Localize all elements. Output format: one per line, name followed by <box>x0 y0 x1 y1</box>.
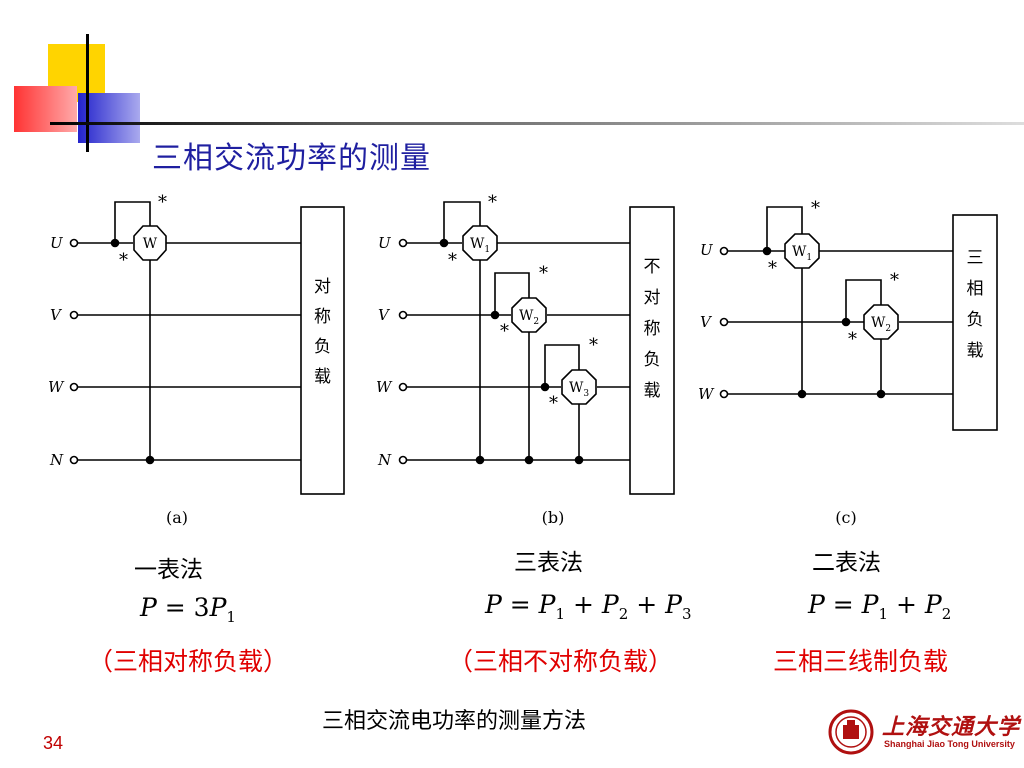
circuit-c <box>719 206 998 431</box>
load-box-char: 称 <box>314 307 331 327</box>
logo-name: 上海交通大学 <box>882 714 1021 740</box>
panel-tag-b: (b) <box>542 508 565 527</box>
polarity-star: * <box>119 250 128 271</box>
line-label-w: W <box>376 378 393 396</box>
decor-vertical-line <box>86 34 89 152</box>
meter-label: W <box>143 236 158 252</box>
load-box-char: 不 <box>643 257 661 277</box>
load-box-char: 载 <box>314 367 331 387</box>
panel-tag-a: (a) <box>166 508 188 527</box>
method-label-b: 三表法 <box>514 550 583 576</box>
figure-caption: 三相交流电功率的测量方法 <box>322 709 587 734</box>
line-label-n: N <box>49 451 64 469</box>
polarity-star: * <box>549 393 558 414</box>
page-number: 34 <box>43 733 64 753</box>
polarity-star: * <box>488 192 497 213</box>
load-box-label-b: 不对称负载 <box>630 252 674 407</box>
page-title: 三相交流功率的测量 <box>152 141 431 176</box>
load-box-label-c: 三相负载 <box>953 243 997 367</box>
load-box-char: 对 <box>314 277 331 297</box>
formula-c: P = P1 + P2 <box>808 590 952 623</box>
circuit-a <box>69 201 345 495</box>
polarity-star: * <box>448 250 457 271</box>
load-box-char: 对 <box>643 288 661 308</box>
method-label-a: 一表法 <box>134 557 203 583</box>
formula-b: P = P1 + P2 + P3 <box>485 590 692 623</box>
polarity-star: * <box>811 198 820 219</box>
load-box-char: 称 <box>643 319 661 339</box>
panel-tag-c: (c) <box>835 508 856 527</box>
formula-a: P = 3P1 <box>140 593 236 626</box>
polarity-star: * <box>539 263 548 284</box>
line-label-w: W <box>48 378 65 396</box>
load-box-char: 载 <box>966 341 984 361</box>
line-label-u: U <box>700 241 714 259</box>
line-label-n: N <box>377 451 392 469</box>
load-box-char: 负 <box>314 337 331 357</box>
line-label-w: W <box>698 385 715 403</box>
polarity-star: * <box>848 329 857 350</box>
polarity-star: * <box>158 192 167 213</box>
circuit-b <box>398 201 675 495</box>
note-c: 三相三线制负载 <box>773 647 949 676</box>
line-label-v: V <box>378 306 391 324</box>
line-label-v: V <box>700 313 713 331</box>
polarity-star: * <box>500 321 509 342</box>
line-label-u: U <box>378 234 392 252</box>
load-box-char: 相 <box>966 279 984 299</box>
note-a: （三相对称负载） <box>88 647 289 676</box>
university-logo <box>828 709 874 755</box>
load-box-char: 负 <box>966 310 984 330</box>
load-box-char: 三 <box>966 248 984 268</box>
polarity-star: * <box>890 270 899 291</box>
polarity-star: * <box>589 335 598 356</box>
note-b: （三相不对称负载） <box>448 647 674 676</box>
logo-subtitle: Shanghai Jiao Tong University <box>884 739 1015 749</box>
polarity-star: * <box>768 258 777 279</box>
line-label-u: U <box>50 234 64 252</box>
line-label-v: V <box>50 306 63 324</box>
method-label-c: 二表法 <box>812 550 881 576</box>
load-box-char: 载 <box>643 381 661 401</box>
decor-horizontal-line <box>50 122 1024 125</box>
load-box-char: 负 <box>643 350 661 370</box>
load-box-label-a: 对称负载 <box>301 272 344 392</box>
